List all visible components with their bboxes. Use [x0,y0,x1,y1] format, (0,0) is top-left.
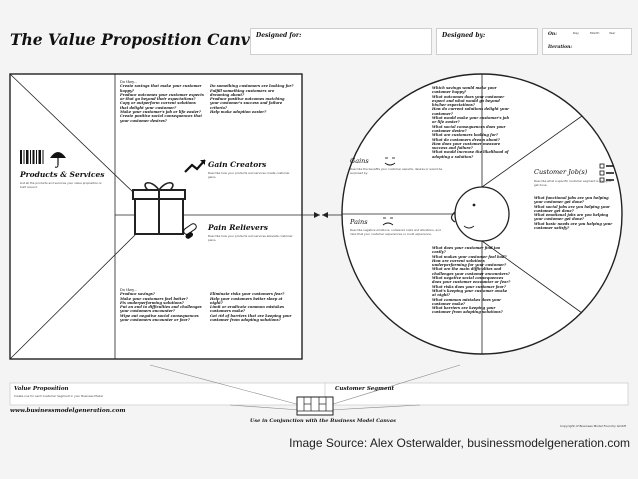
gain-prompt: Do they... [120,80,138,84]
list-item: What risks does your customer fear? [432,284,506,289]
list-item: What social jobs are you helping your cu… [534,204,610,213]
customer-jobs-questions: What functional jobs are you helping you… [534,196,614,230]
list-item: Do something customers are looking for? [210,84,294,89]
frown-icon [382,217,394,226]
customer-jobs-desc: Describe what a specific customer segmen… [534,179,612,187]
list-item: How do current solutions delight your cu… [432,107,509,116]
growth-chart-icon [184,159,206,173]
list-item: Which savings would make your customer h… [432,86,497,95]
date-year: Year [609,31,616,35]
website-link[interactable]: www.businessmodelgeneration.com [10,408,126,414]
pill-icon [183,223,197,239]
pain-relievers-desc: Describe how your products and services … [208,234,293,242]
products-services-desc: List all the products and services your … [20,181,102,189]
list-item: What are the main difficulties and chall… [432,267,510,276]
designed-by-field[interactable]: Designed by: [436,28,538,55]
list-item: Wipe out negative social consequences yo… [120,313,199,323]
list-item: What are customers looking for? [432,133,499,138]
pain-relievers-label: Pain Relievers [208,223,268,232]
products-services-label: Products & Services [20,170,105,179]
list-item: What barriers are keeping your customer … [432,306,503,315]
umbrella-icon [50,152,66,168]
list-item: What would make your customer's job or l… [432,116,509,125]
gains-label: Gains [350,157,369,165]
list-item: What basic needs are you helping your cu… [534,221,613,231]
list-item: What social consequences does your custo… [432,124,506,133]
value-proposition-desc: Create one for each Customer Segment in … [14,394,103,398]
list-item: What's keeping your customer awake at ni… [432,288,508,298]
gain-creators-desc: Describe how your products and services … [208,171,290,179]
list-item: What emotional jobs are you helping your… [534,213,609,222]
list-item: Get rid of barriers that are keeping you… [210,313,292,323]
date-day: Day [573,31,579,35]
list-item: Put an end to difficulties and challenge… [120,305,202,314]
date-month: Month [590,31,600,35]
list-item: Help your customers better sleep at nigh… [210,296,283,305]
list-item: Create positive social consequences that… [120,114,202,123]
designed-for-label: Designed for: [256,32,302,39]
gain-creators-label: Gain Creators [208,160,267,169]
pain-relievers-questions: Do they... Produce savings? Make your cu… [120,288,295,322]
list-item: What common mistakes does your customer … [432,297,502,306]
page-title: The Value Proposition Canvas [10,30,269,49]
list-item: What negative social consequences does y… [432,276,511,285]
list-item: Help make adoption easier? [210,110,267,115]
list-item: Produce outcomes your customer expects o… [120,92,204,102]
customer-segment-label: Customer Segment [335,386,394,392]
customer-gains-questions: Which savings would make your customer h… [432,86,512,159]
list-item: Fix underperforming solutions? [120,300,184,305]
business-model-canvas-icon [296,396,334,416]
gift-icon [132,182,186,235]
pains-desc: Describe negative emotions, undesired co… [350,228,441,236]
list-item: How are current solutions underperformin… [432,258,507,268]
smile-icon [384,157,396,166]
date-field[interactable]: On: Day Month Year Iteration: [542,28,632,55]
designed-by-label: Designed by: [442,32,486,39]
list-item: Limit or eradicate common mistakes custo… [210,305,285,314]
list-item: Make your customer's job or life easier? [120,110,201,115]
list-item: Produce positive outcomes matching your … [210,97,285,110]
value-map-diagonal-upper [9,73,136,195]
gain-creators-questions: Do they... Create savings that make your… [120,80,295,123]
list-item: Copy or outperform current solutions tha… [120,101,196,110]
list-item: How does your customer measure success a… [432,141,501,151]
list-item: What makes your customer feel bad? [432,254,507,259]
list-item: What outcomes does your customer expect … [432,94,505,108]
value-map-diagonal-lower [9,234,136,360]
list-item: Make your customers feel better? [120,296,188,301]
copyright-text: Copyright of Business Model Foundry GmbH [560,424,627,428]
list-item: What do customers dream about? [432,137,500,142]
list-item: What does your customer find too costly? [432,246,501,255]
list-item: Create savings that make your customer h… [120,84,202,93]
customer-face-icon [454,186,510,242]
iteration-label: Iteration: [548,45,573,50]
list-item: Produce savings? [120,292,155,297]
use-in-conjunction-label: Use in Conjunction with the Business Mod… [250,418,396,424]
pain-prompt: Do they... [120,288,138,292]
list-item: What would increase the likelihood of ad… [432,150,509,159]
list-item: Eliminate risks your customers fear? [210,292,285,297]
value-proposition-label: Value Proposition [14,386,69,392]
customer-jobs-label: Customer Job(s) [534,168,588,176]
pains-label: Pains [350,218,368,226]
list-item: Fulfill something customers are dreaming… [210,88,275,97]
gains-desc: Describe the benefits your customer expe… [350,167,443,175]
designed-for-field[interactable]: Designed for: [250,28,432,55]
list-item: What functional jobs are you helping you… [534,196,609,205]
on-label: On: [548,32,557,37]
checklist-icon [599,163,614,183]
customer-pains-questions: What does your customer find too costly?… [432,246,512,315]
barcode-icon [20,150,44,164]
image-source-caption: Image Source: Alex Osterwalder, business… [289,436,630,450]
